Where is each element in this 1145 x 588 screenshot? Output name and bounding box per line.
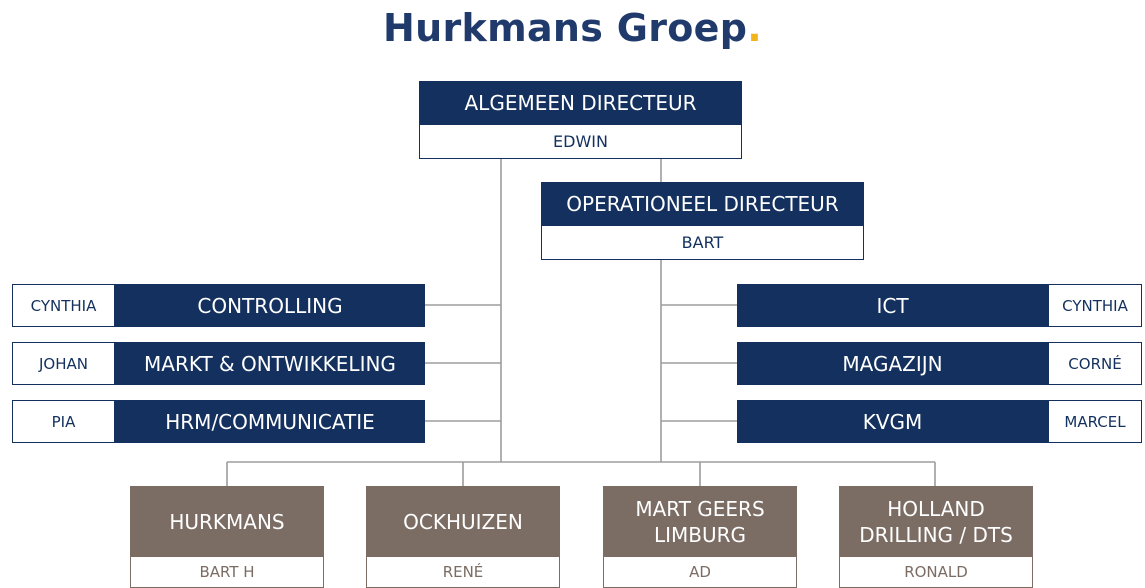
logo-text: Hurkmans Groep [383,6,748,50]
left-dept-name: MARKT & ONTWIKKELING [115,342,425,385]
left-dept-name: HRM/COMMUNICATIE [115,400,425,443]
company-name: OCKHUIZEN [366,486,560,557]
logo-dot: . [747,6,762,50]
company-person: AD [603,557,797,588]
left-dept-person: JOHAN [12,342,115,385]
left-dept-person: PIA [12,400,115,443]
company-person: RONALD [839,557,1033,588]
right-dept-person: MARCEL [1048,400,1142,443]
role-operationeel-directeur: OPERATIONEEL DIRECTEUR [541,182,864,225]
company-logo: Hurkmans Groep. [0,6,1145,50]
role-algemeen-directeur: ALGEMEEN DIRECTEUR [419,81,742,124]
person-operationeel-directeur: BART [541,225,864,260]
right-dept-person: CYNTHIA [1048,284,1142,327]
right-dept-name: ICT [737,284,1048,327]
left-dept-name: CONTROLLING [115,284,425,327]
left-dept-person: CYNTHIA [12,284,115,327]
person-algemeen-directeur: EDWIN [419,124,742,159]
company-name: HURKMANS [130,486,324,557]
company-person: RENÉ [366,557,560,588]
company-name: HOLLAND DRILLING / DTS [839,486,1033,557]
right-dept-name: MAGAZIJN [737,342,1048,385]
right-dept-name: KVGM [737,400,1048,443]
company-name: MART GEERS LIMBURG [603,486,797,557]
company-person: BART H [130,557,324,588]
right-dept-person: CORNÉ [1048,342,1142,385]
